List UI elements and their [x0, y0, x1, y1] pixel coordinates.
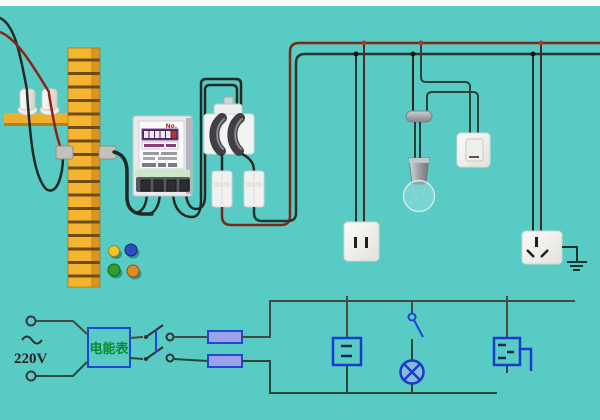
loop-wire-black [25, 90, 65, 192]
insulator-right [39, 88, 60, 116]
meter-terminal-block [136, 177, 190, 192]
button-blue [124, 243, 138, 257]
schematic: 220V 电能表 [14, 296, 575, 394]
light-bulb [402, 179, 436, 213]
two-pin-socket-symbol [331, 296, 363, 393]
button-green [107, 263, 121, 277]
fuse-box-left [211, 170, 233, 208]
switch-rocker [465, 138, 484, 162]
top-illustration: No. [0, 16, 600, 288]
three-pin-socket-branch [521, 43, 587, 271]
button-yellow [108, 245, 120, 257]
fuse-box-right [243, 170, 265, 208]
distribution-wires [220, 41, 600, 227]
fuse-symbol-top [207, 330, 243, 344]
socket-slot-right [365, 237, 368, 248]
meter-register [141, 128, 179, 141]
earth-ground [562, 246, 587, 271]
pendant-lamp [402, 110, 436, 213]
top-border-strip [0, 0, 600, 6]
neutral-slot [540, 249, 549, 258]
meter-serial-label: No. [166, 123, 177, 130]
wall-switch [456, 132, 491, 168]
meter-green-band [135, 170, 190, 177]
ac-source: 220V [14, 315, 48, 382]
switch-return-wire [426, 91, 479, 133]
two-pin-socket-branch [343, 43, 380, 262]
riser-inner [203, 83, 239, 139]
standoff-left [55, 145, 74, 160]
two-pin-socket [343, 221, 380, 262]
live-slot [526, 249, 535, 258]
double-pole-switch-symbol [144, 324, 175, 363]
pendant-lamp-branch [402, 43, 479, 213]
knife-switch [203, 96, 255, 156]
three-pin-socket [521, 230, 563, 265]
schematic-top-bus [242, 300, 575, 338]
button-orange [126, 264, 140, 278]
bus-black [252, 52, 600, 223]
earth-slot [535, 237, 538, 247]
ceiling-rose [405, 110, 433, 123]
junction-dots [353, 40, 544, 57]
earth-hook [520, 347, 533, 371]
energy-meter-symbol: 电能表 [87, 327, 131, 368]
source-terminal-bottom [25, 370, 37, 382]
fuse-symbol-bottom [207, 354, 243, 368]
service-wires [0, 16, 65, 192]
switch-feed-wire [420, 43, 471, 133]
bus-red [220, 41, 600, 227]
riser-outer [199, 77, 243, 137]
ac-tilde-icon [21, 335, 43, 345]
energy-meter: No. [132, 115, 193, 197]
crossarm [4, 113, 80, 126]
service-wire-black [0, 16, 29, 92]
three-pin-socket-symbol [492, 296, 533, 373]
schematic-bottom-bus [242, 360, 497, 394]
service-wire-red [0, 30, 51, 94]
switch-symbol [407, 312, 417, 322]
energy-meter-label: 电能表 [89, 341, 129, 357]
switch-to-fuse-right [241, 152, 256, 172]
pole [67, 47, 101, 288]
lamp-symbol [399, 359, 425, 385]
indicator-buttons [107, 243, 142, 280]
socket-slot-left [354, 237, 357, 248]
lamp-branch-symbol [399, 301, 425, 393]
source-terminal-top [25, 315, 37, 327]
voltage-label: 220V [14, 351, 48, 367]
